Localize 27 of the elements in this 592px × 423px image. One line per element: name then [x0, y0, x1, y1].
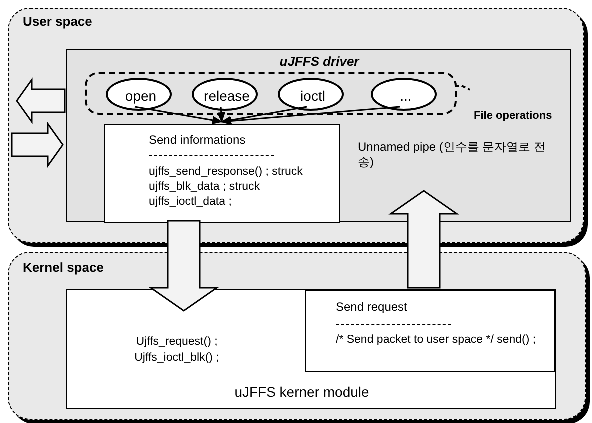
code-text: ujffs_send_response() ; struck ujffs_blk_data ; struck ujffs_ioctl_data ; — [149, 165, 304, 210]
region-title: User space — [23, 15, 94, 30]
box-title: uJFFS driver — [278, 55, 361, 70]
box-title: Send request — [336, 301, 408, 315]
operation-label: release — [203, 88, 251, 104]
module-box — [66, 289, 556, 409]
operation-ellipse — [371, 78, 437, 111]
arrow — [134, 106, 224, 125]
block-arrow — [388, 190, 460, 289]
pipe-label: Unnamed pipe (인수를 문자열로 전송) — [358, 140, 548, 170]
code-text: /* Send packet to user space */ send() ; — [336, 333, 538, 348]
driver-box — [66, 49, 571, 222]
operation-label: open — [124, 88, 158, 104]
operation-label: ioctl — [300, 88, 326, 104]
box-title: uJFFS kerner module — [234, 384, 370, 400]
arrow — [217, 106, 226, 124]
block-arrow — [16, 78, 66, 124]
block-arrow — [148, 220, 220, 312]
group-caption: File operations — [474, 110, 554, 123]
block-arrow — [11, 122, 64, 168]
process-box — [104, 124, 340, 223]
arrow — [220, 106, 400, 126]
box-title: Send informations — [149, 134, 247, 148]
region-title: Kernel space — [23, 261, 105, 276]
process-box — [305, 290, 555, 372]
operation-label: ... — [399, 88, 413, 104]
code-text: Ujffs_request() ; Ujffs_ioctl_blk() ; — [134, 335, 220, 366]
